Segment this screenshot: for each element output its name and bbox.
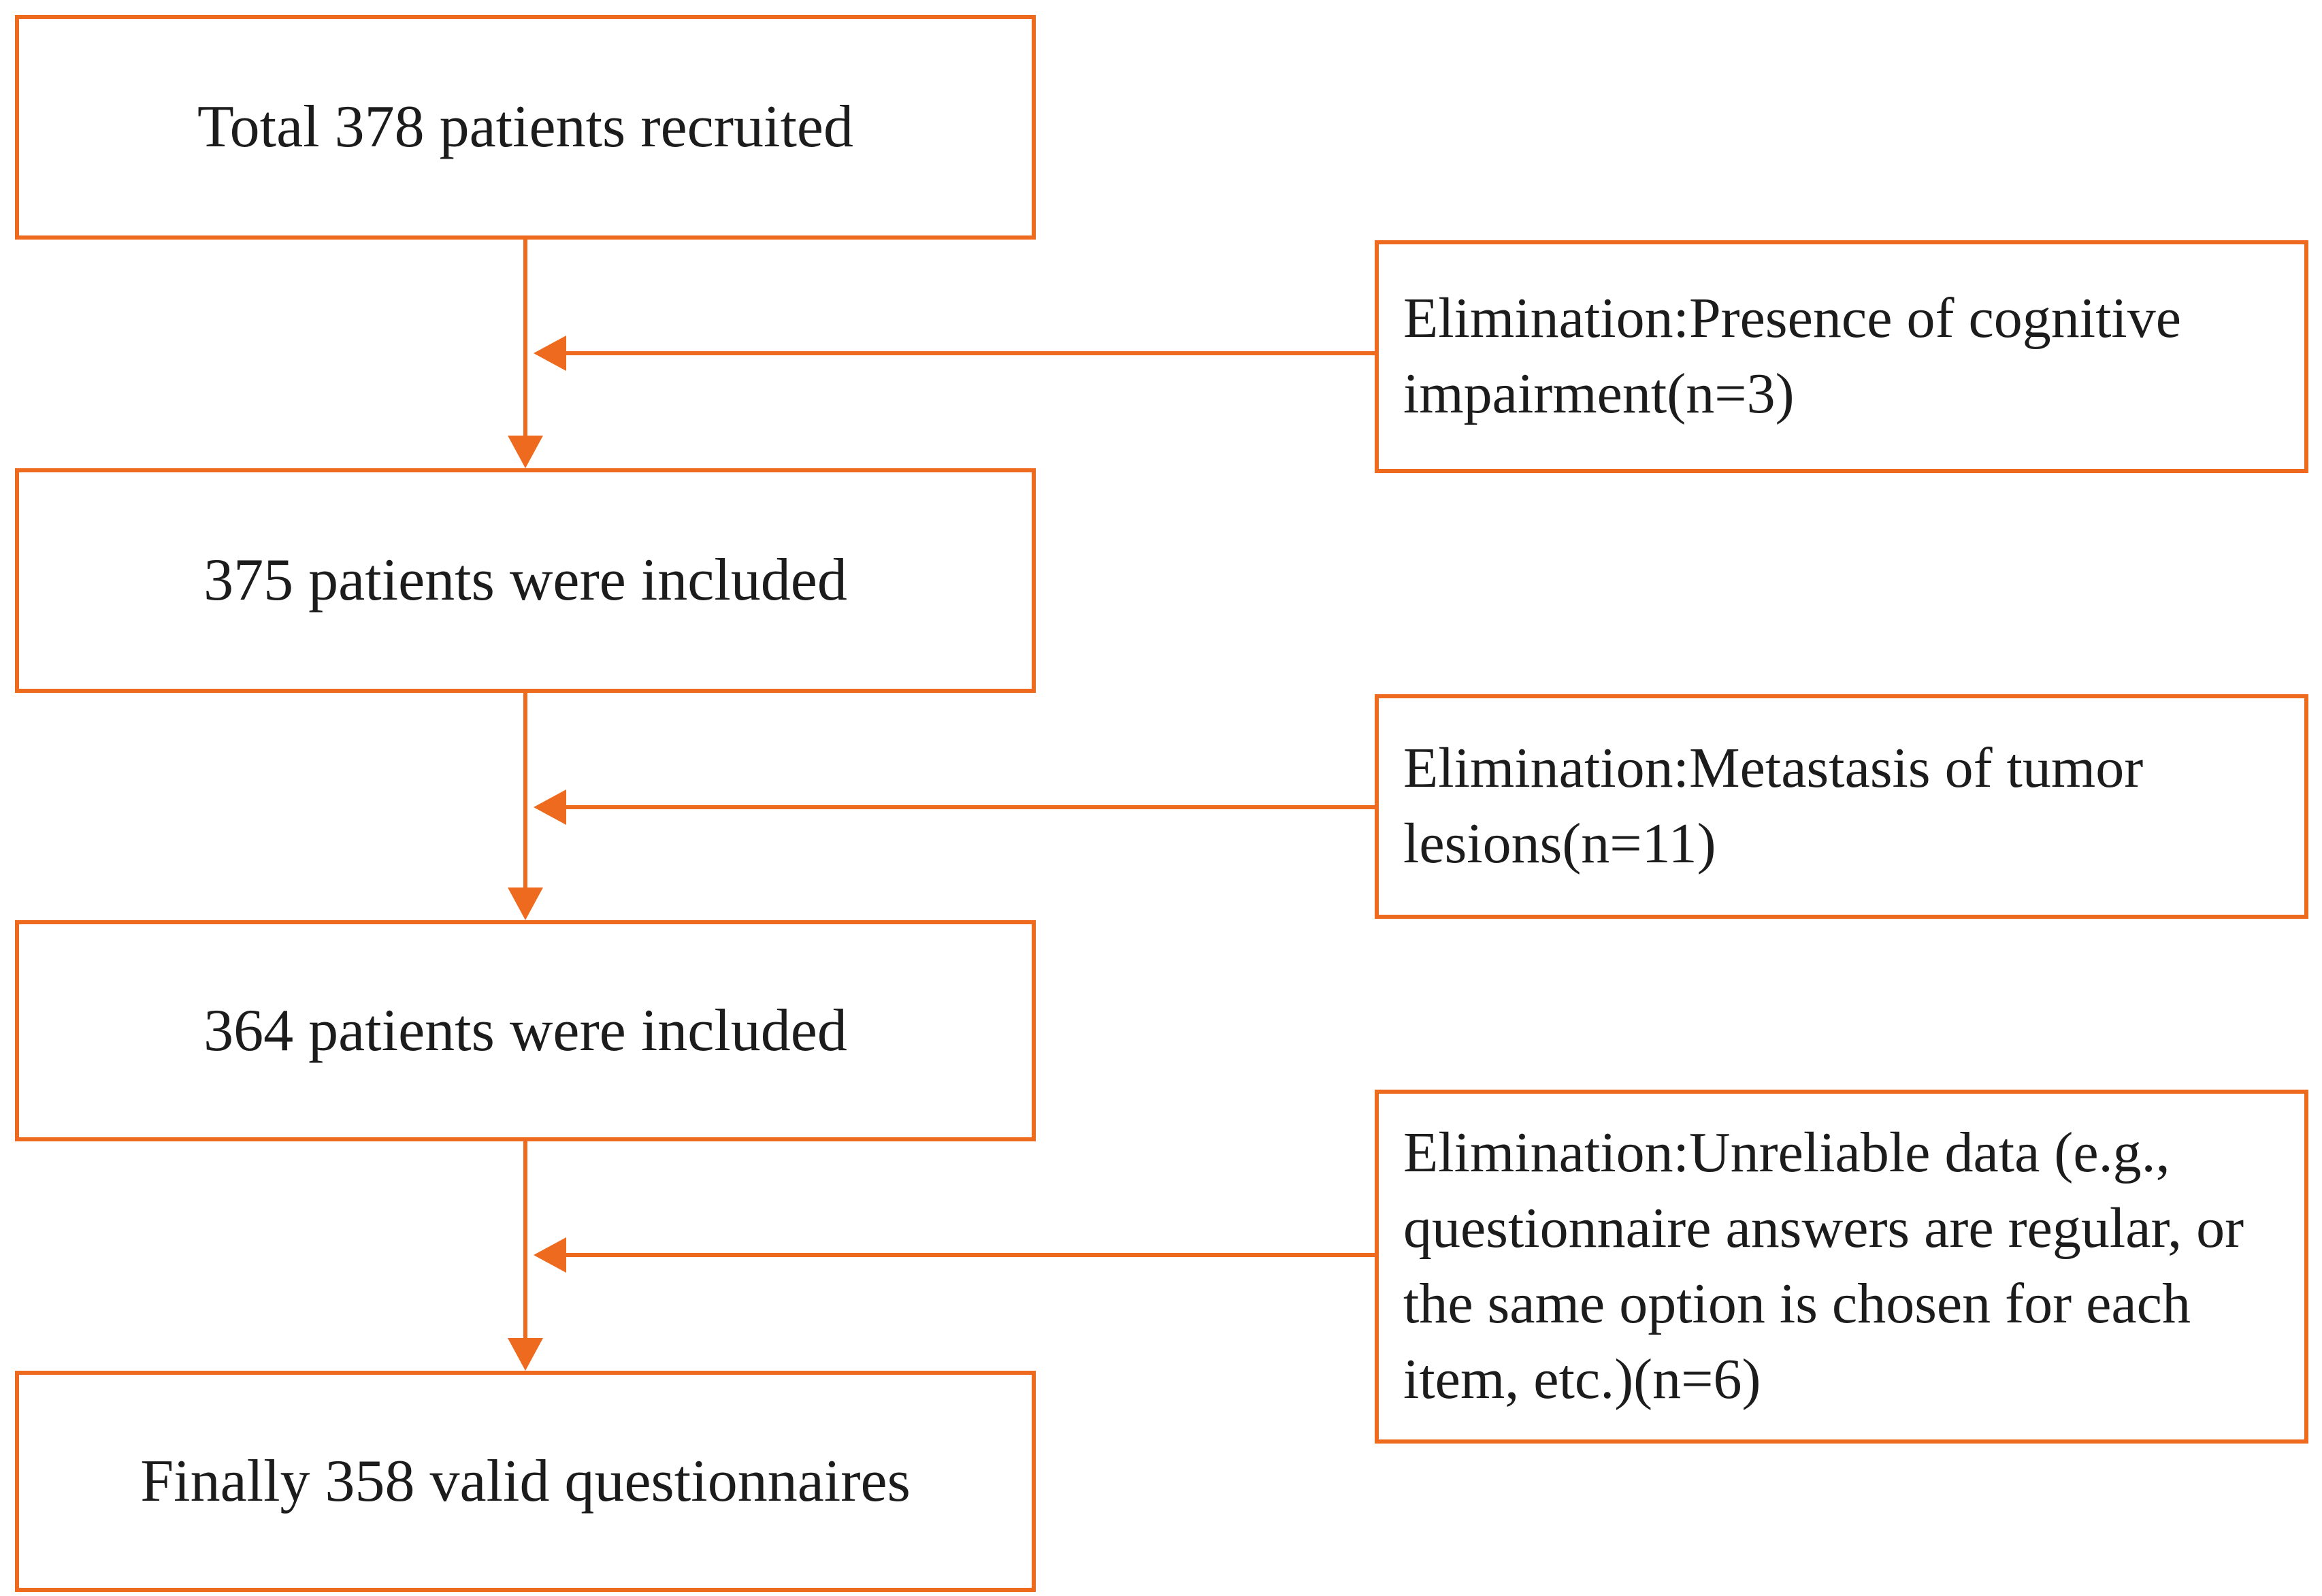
flow-node-364-included-label: 364 patients were included xyxy=(203,997,847,1064)
connector-line-elimination2 xyxy=(565,805,1375,809)
elimination-unreliable-data-label: Elimination:Unreliable data (e.g., quest… xyxy=(1403,1121,2244,1411)
connector-line-node1-to-node2 xyxy=(523,240,527,438)
arrow-down-icon xyxy=(508,1338,543,1371)
flow-node-364-included: 364 patients were included xyxy=(15,920,1036,1141)
flow-node-375-included-label: 375 patients were included xyxy=(203,547,847,614)
flow-node-final-valid-questionnaires: Finally 358 valid questionnaires xyxy=(15,1371,1036,1592)
elimination-tumor-metastasis-label: Elimination:Metastasis of tumor lesions(… xyxy=(1403,736,2144,875)
elimination-box-tumor-metastasis: Elimination:Metastasis of tumor lesions(… xyxy=(1375,694,2308,919)
arrow-left-icon xyxy=(534,1237,566,1273)
arrow-down-icon xyxy=(508,887,543,920)
flow-node-375-included: 375 patients were included xyxy=(15,468,1036,693)
flow-node-final-valid-questionnaires-label: Finally 358 valid questionnaires xyxy=(140,1448,911,1514)
connector-line-elimination1 xyxy=(565,351,1375,355)
connector-line-node2-to-node3 xyxy=(523,693,527,890)
arrow-left-icon xyxy=(534,336,566,371)
connector-line-node3-to-node4 xyxy=(523,1141,527,1341)
arrow-left-icon xyxy=(534,789,566,825)
arrow-down-icon xyxy=(508,436,543,468)
elimination-box-cognitive-impairment: Elimination:Presence of cognitive impair… xyxy=(1375,240,2308,473)
elimination-cognitive-impairment-label: Elimination:Presence of cognitive impair… xyxy=(1403,287,2182,425)
elimination-box-unreliable-data: Elimination:Unreliable data (e.g., quest… xyxy=(1375,1090,2308,1444)
flow-node-total-recruited: Total 378 patients recruited xyxy=(15,15,1036,240)
connector-line-elimination3 xyxy=(565,1253,1375,1257)
flow-node-total-recruited-label: Total 378 patients recruited xyxy=(197,94,853,161)
